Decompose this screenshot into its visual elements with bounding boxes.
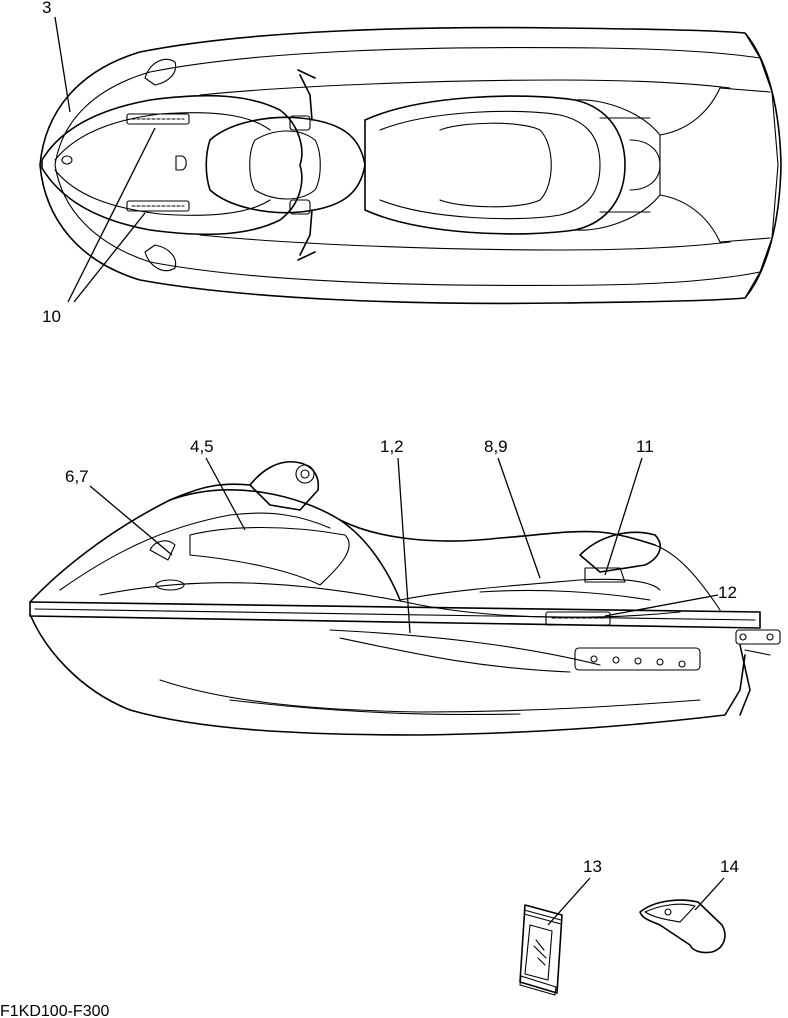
drawing-code: F1KD100-F300 — [0, 1003, 109, 1018]
leader-4-5 — [205, 457, 246, 531]
loose-parts-callouts: 13 14 — [547, 857, 739, 926]
leader-10b — [73, 212, 146, 303]
callout-14: 14 — [720, 857, 739, 876]
leader-10a — [67, 127, 156, 303]
leader-12 — [604, 594, 719, 617]
callout-10: 10 — [42, 307, 61, 326]
callout-12: 12 — [718, 583, 737, 602]
part-14-key-case — [639, 899, 726, 954]
leader-11 — [604, 457, 643, 576]
side-view-callouts: 4,5 1,2 8,9 11 6,7 12 — [65, 437, 737, 634]
leader-3 — [54, 16, 71, 113]
callout-3: 3 — [42, 0, 51, 17]
leader-6-7 — [89, 485, 173, 556]
callout-4-5: 4,5 — [190, 437, 214, 456]
leader-8-9 — [497, 457, 541, 579]
leader-1-2 — [397, 457, 411, 634]
top-view-callouts: 3 10 — [42, 0, 156, 326]
part-13-document-pouch — [519, 904, 563, 996]
leader-14 — [694, 877, 725, 911]
side-view-watercraft — [29, 460, 781, 736]
callout-8-9: 8,9 — [484, 437, 508, 456]
callout-11: 11 — [636, 437, 654, 456]
callout-1-2: 1,2 — [380, 437, 404, 456]
callout-13: 13 — [583, 857, 602, 876]
top-view-watercraft — [39, 26, 782, 305]
callout-6-7: 6,7 — [65, 467, 89, 486]
leader-13 — [547, 877, 591, 926]
